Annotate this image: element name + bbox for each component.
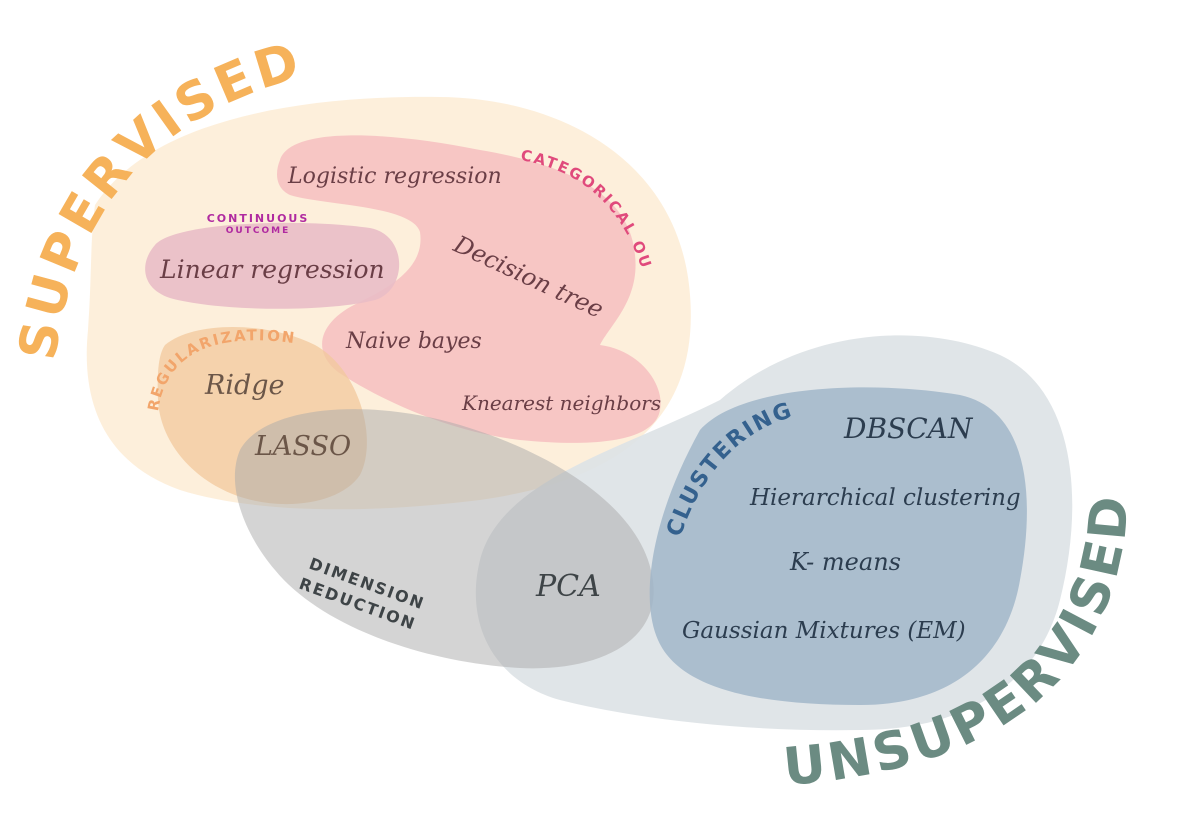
naive-bayes-label: Naive bayes xyxy=(345,329,482,354)
continuous-outcome-label-line2: OUTCOME xyxy=(226,226,290,236)
clustering-region xyxy=(649,387,1027,705)
lasso-label: LASSO xyxy=(254,431,351,462)
kmeans-label: K- means xyxy=(789,548,901,576)
logistic-regression-label: Logistic regression xyxy=(287,164,502,189)
ridge-label: Ridge xyxy=(204,370,285,401)
pca-label: PCA xyxy=(535,569,601,604)
gaussian-mixtures-label: Gaussian Mixtures (EM) xyxy=(682,618,966,644)
continuous-outcome-label-line1: CONTINUOUS xyxy=(207,212,310,225)
dbscan-label: DBSCAN xyxy=(843,412,974,445)
hierarchical-clustering-label: Hierarchical clustering xyxy=(749,485,1021,511)
linear-regression-label: Linear regression xyxy=(159,255,385,284)
continuous-outcome-region xyxy=(145,222,400,309)
categorical-outcome-region xyxy=(277,135,661,443)
knn-label: Knearest neighbors xyxy=(461,391,661,415)
dimension-reduction-region xyxy=(234,409,654,669)
